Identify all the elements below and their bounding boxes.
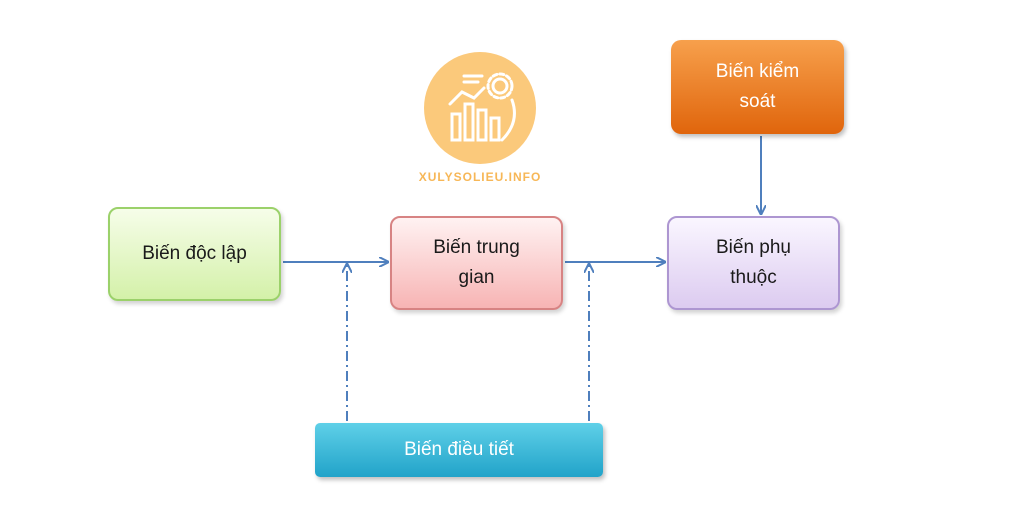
control-variable-box: Biến kiểm soát bbox=[671, 40, 844, 134]
chart-gear-icon bbox=[448, 72, 516, 142]
logo: XULYSOLIEU.INFO bbox=[415, 52, 545, 192]
independent-variable-label: Biến độc lập bbox=[142, 243, 247, 264]
control-variable-label-line1: Biến kiểm bbox=[715, 61, 800, 82]
moderator-variable-label: Biến điều tiết bbox=[404, 439, 514, 460]
independent-variable-box: Biến độc lập bbox=[108, 207, 281, 301]
mediator-variable-label-line2: gian bbox=[458, 267, 495, 288]
logo-text: XULYSOLIEU.INFO bbox=[418, 170, 542, 184]
mediator-variable-label-line1: Biến trung bbox=[433, 237, 520, 258]
control-variable-label-line2: soát bbox=[739, 91, 776, 112]
dependent-variable-box: Biến phụ thuộc bbox=[667, 216, 840, 310]
dependent-variable-label-line1: Biến phụ bbox=[715, 237, 791, 258]
dependent-variable-label-line2: thuộc bbox=[730, 267, 777, 288]
logo-circle bbox=[424, 52, 536, 164]
mediator-variable-box: Biến trung gian bbox=[390, 216, 563, 310]
moderator-variable-box: Biến điều tiết bbox=[315, 423, 603, 477]
